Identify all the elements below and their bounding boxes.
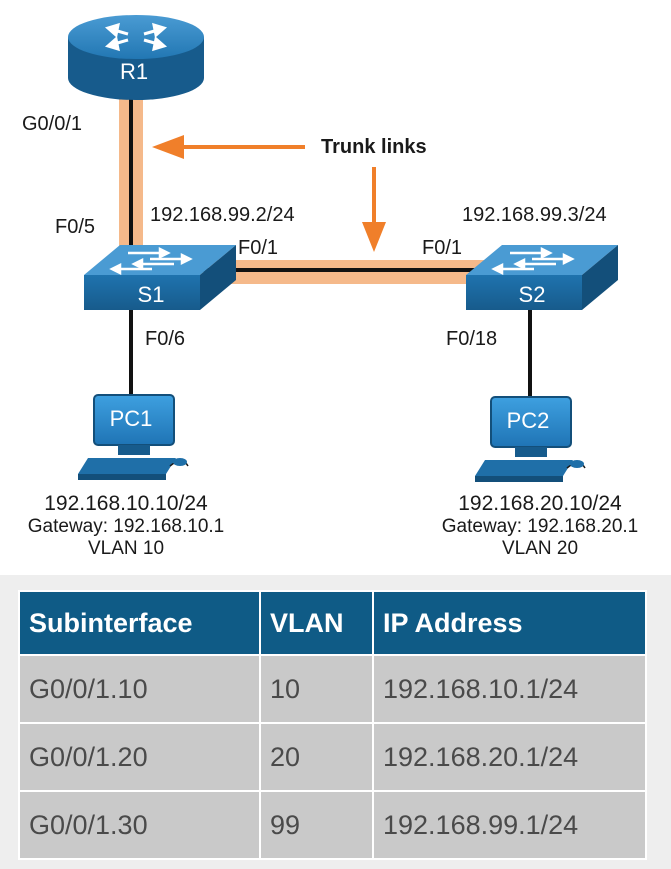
cell-vlan: 99	[261, 792, 372, 858]
cell-subinterface: G0/0/1.30	[20, 792, 259, 858]
cell-ip-address: 192.168.99.1/24	[374, 792, 645, 858]
pc2-gateway: Gateway: 192.168.20.1	[441, 516, 639, 537]
router-r1	[68, 15, 204, 100]
s2-pc-port-label: F0/18	[446, 328, 498, 350]
trunk-links-label: Trunk links	[321, 136, 427, 158]
pc2-vlan: VLAN 20	[501, 538, 579, 559]
s1-uplink-port-label: F0/5	[55, 216, 96, 238]
cell-subinterface: G0/0/1.10	[20, 656, 259, 722]
table-row: G0/0/1.20 20 192.168.20.1/24	[20, 724, 645, 790]
table-row: G0/0/1.30 99 192.168.99.1/24	[20, 792, 645, 858]
pc1-icon	[78, 394, 189, 480]
switch-arrows-icon	[109, 246, 193, 276]
pc1-label: PC1	[109, 406, 153, 431]
cell-ip-address: 192.168.10.1/24	[374, 656, 645, 722]
table-row: G0/0/1.10 10 192.168.10.1/24	[20, 656, 645, 722]
switch-s1-label: S1	[137, 282, 165, 307]
topology-graphics	[68, 15, 618, 482]
header-subinterface: Subinterface	[20, 592, 259, 654]
router-r1-label: R1	[119, 59, 149, 84]
arrow-to-r1-link	[152, 135, 305, 159]
header-ip-address: IP Address	[374, 592, 645, 654]
pc1-info: 192.168.10.10/24 Gateway: 192.168.10.1 V…	[28, 492, 224, 560]
pc2-label: PC2	[506, 408, 550, 433]
pc1-ip: 192.168.10.10/24	[44, 492, 208, 515]
switch-s1	[84, 245, 236, 310]
cell-vlan: 10	[261, 656, 372, 722]
switch-s2-label: S2	[518, 282, 546, 307]
pc1-gateway: Gateway: 192.168.10.1	[27, 516, 225, 537]
pc2-info: 192.168.20.10/24 Gateway: 192.168.20.1 V…	[442, 492, 638, 560]
cell-subinterface: G0/0/1.20	[20, 724, 259, 790]
s2-ip-label: 192.168.99.3/24	[462, 204, 607, 226]
switch-s2	[466, 245, 618, 310]
pc2-ip: 192.168.20.10/24	[458, 492, 622, 515]
cell-ip-address: 192.168.20.1/24	[374, 724, 645, 790]
s1-ip-label: 192.168.99.2/24	[150, 204, 295, 226]
arrow-to-s1-s2-link	[362, 167, 386, 252]
router-arrows-icon	[104, 22, 168, 52]
s2-trunk-port-label: F0/1	[422, 237, 463, 259]
s1-trunk-port-label: F0/1	[238, 237, 279, 259]
switch-arrows-icon	[491, 246, 575, 276]
cell-vlan: 20	[261, 724, 372, 790]
pc1-vlan: VLAN 10	[87, 538, 165, 559]
s1-pc-port-label: F0/6	[145, 328, 186, 350]
topology-diagram: R1 S1 S2 PC1 PC2 G0/0/1 Trunk links F0/5…	[0, 0, 671, 575]
subinterface-table-area: Subinterface VLAN IP Address G0/0/1.10 1…	[0, 575, 671, 869]
r1-interface-label: G0/0/1	[22, 113, 83, 135]
table-header-row: Subinterface VLAN IP Address	[20, 592, 645, 654]
subinterface-table: Subinterface VLAN IP Address G0/0/1.10 1…	[18, 590, 647, 860]
pc2-icon	[475, 396, 586, 482]
header-vlan: VLAN	[261, 592, 372, 654]
